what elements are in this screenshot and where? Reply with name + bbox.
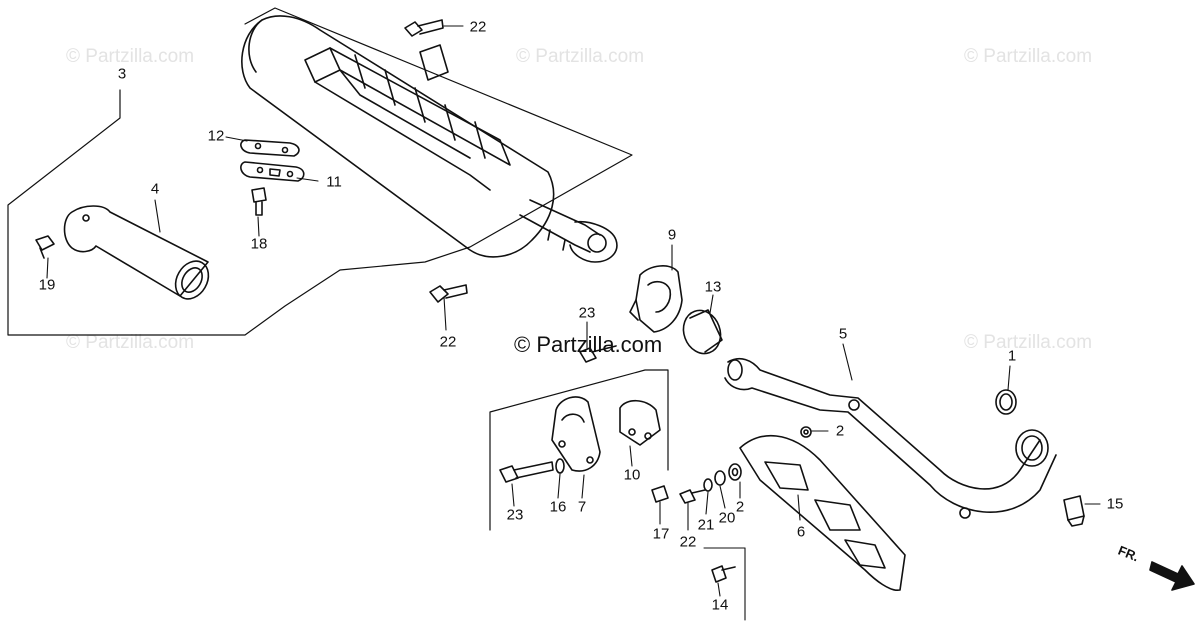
gasket-12 xyxy=(682,309,723,355)
callout-23-top: 23 xyxy=(578,304,596,322)
bolt-23-lower xyxy=(499,461,554,483)
callout-6: 6 xyxy=(796,523,806,541)
leader-lines xyxy=(46,25,1101,621)
callout-14: 15 xyxy=(1106,495,1124,513)
callout-23-lower: 23 xyxy=(506,506,524,524)
muffler-body xyxy=(241,15,618,263)
callout-15: 16 xyxy=(549,498,567,516)
washer-20 xyxy=(703,478,713,492)
clamp-8 xyxy=(629,265,683,333)
callout-1: 1 xyxy=(1007,347,1017,365)
bolt-18 xyxy=(35,235,55,259)
muffler-group-frame xyxy=(7,7,633,336)
callout-22-top: 22 xyxy=(469,18,487,36)
washer-2-lower xyxy=(728,463,742,481)
heat-shield-6 xyxy=(739,435,906,591)
bolt-22-top xyxy=(404,19,444,37)
callout-5: 5 xyxy=(838,325,848,343)
bolt-23-top xyxy=(579,345,617,363)
clamp-7 xyxy=(551,396,601,472)
washer-19 xyxy=(714,470,726,486)
watermark: © Partzilla.com xyxy=(66,46,195,67)
clamp-9 xyxy=(619,399,661,446)
plate-10 xyxy=(240,161,305,182)
callout-17: 18 xyxy=(250,235,268,253)
bolt-17 xyxy=(251,187,267,216)
watermark: © Partzilla.com xyxy=(66,332,195,353)
callout-20: 21 xyxy=(697,516,715,534)
bolt-22-bottom xyxy=(429,284,468,303)
callout-13: 14 xyxy=(711,596,729,614)
bolt-21 xyxy=(679,489,706,504)
callout-7: 7 xyxy=(577,498,587,516)
watermark: © Partzilla.com xyxy=(964,46,1093,67)
callout-9: 10 xyxy=(623,466,641,484)
exhaust-pipe-5 xyxy=(724,358,1057,519)
washer-15 xyxy=(555,458,565,474)
callout-11: 12 xyxy=(207,127,225,145)
callout-2-upper: 2 xyxy=(835,422,845,440)
gasket-1 xyxy=(995,389,1017,415)
callout-12: 13 xyxy=(704,278,722,296)
watermark: © Partzilla.com xyxy=(516,46,645,67)
callout-4: 4 xyxy=(150,180,160,198)
callout-8: 9 xyxy=(667,226,677,244)
bolt-13 xyxy=(711,565,736,583)
callout-16: 17 xyxy=(652,525,670,543)
tube-4 xyxy=(63,205,210,300)
nut-16 xyxy=(651,485,669,503)
nut-14 xyxy=(1063,495,1085,527)
callout-18: 19 xyxy=(38,276,56,294)
callout-2-lower: 2 xyxy=(735,498,745,516)
clamp-group-frame xyxy=(489,369,669,531)
callout-10: 11 xyxy=(326,173,342,191)
front-arrow-icon xyxy=(1149,561,1195,591)
gasket-11 xyxy=(240,139,300,157)
watermark: © Partzilla.com xyxy=(964,332,1093,353)
center-watermark: © Partzilla.com xyxy=(514,332,663,357)
callout-19: 20 xyxy=(718,509,736,527)
callout-3: 3 xyxy=(117,65,127,83)
callout-22-bottom: 22 xyxy=(439,333,457,351)
washer-2-upper xyxy=(800,426,812,438)
callout-21: 22 xyxy=(679,533,697,551)
